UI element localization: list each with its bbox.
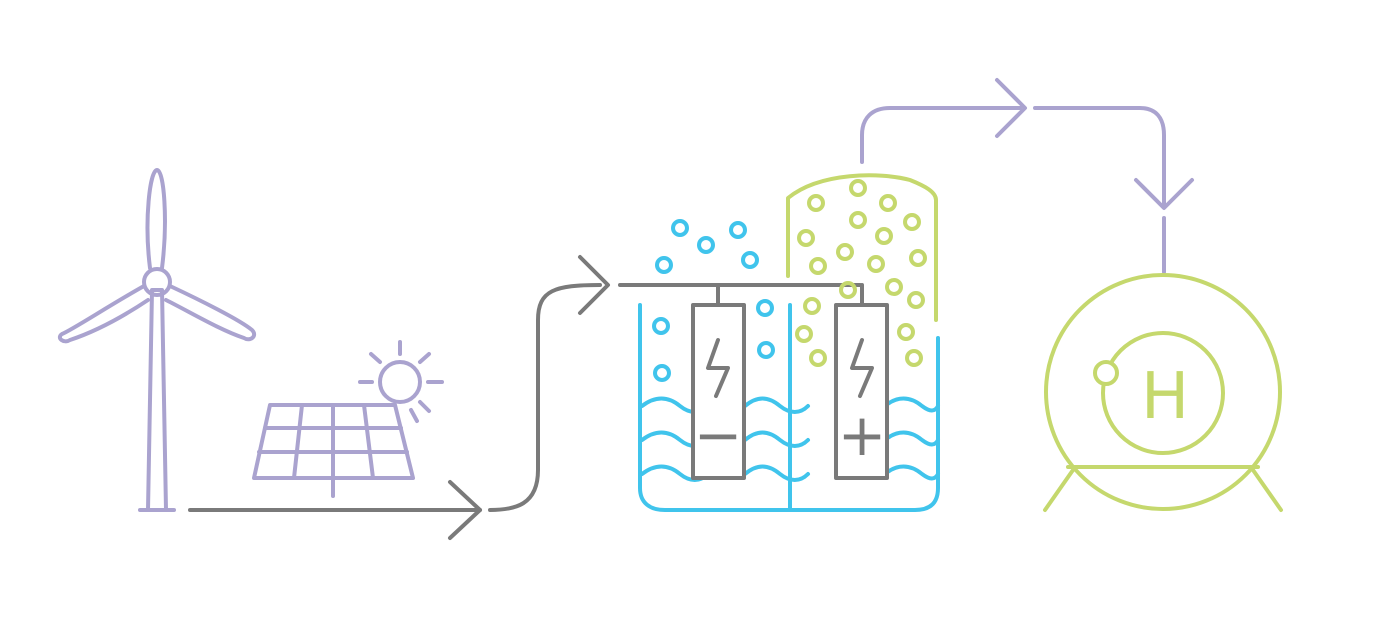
cathode-sign: − <box>694 401 743 469</box>
water-waves <box>640 396 940 482</box>
anode-sign: + <box>838 401 887 469</box>
oxygen-bubbles <box>652 219 775 382</box>
hydrogen-chamber <box>786 173 938 322</box>
wind-turbine-icon <box>57 168 257 512</box>
power-flow-arrow <box>188 255 862 540</box>
solar-panel-icon <box>252 403 415 498</box>
lightning-bolt-icon <box>706 338 874 398</box>
hydrogen-bubbles <box>795 179 927 367</box>
hydrogen-symbol: H <box>1141 360 1189 434</box>
sun-icon <box>358 340 444 423</box>
hydrogen-tank-icon <box>1043 273 1283 512</box>
electrolyzer-icon: − + <box>638 173 940 512</box>
hydrogen-flow-arrow <box>860 78 1194 274</box>
